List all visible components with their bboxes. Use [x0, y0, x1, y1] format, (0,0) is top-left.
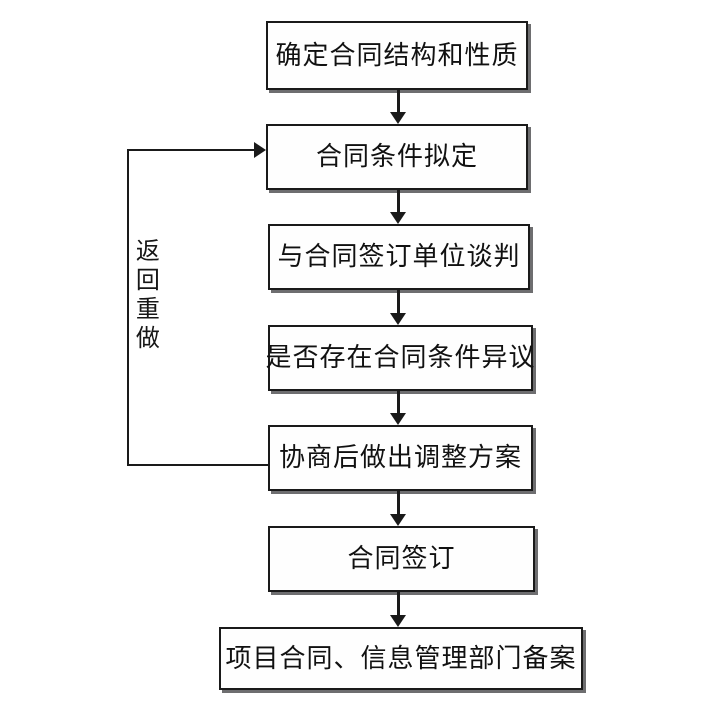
arrowhead-n6-n7-icon	[390, 615, 406, 627]
flow-node-是否存在合同条件异议[interactable]: 是否存在合同条件异议	[265, 325, 536, 391]
feedback-loop-segment-bottom	[127, 464, 269, 466]
flow-node-协商后做出调整方案[interactable]: 协商后做出调整方案	[268, 425, 533, 491]
flow-node-label: 协商后做出调整方案	[278, 443, 522, 472]
feedback-loop-segment-top	[127, 149, 255, 151]
flow-node-与合同签订单位谈判[interactable]: 与合同签订单位谈判	[268, 224, 530, 290]
connector-n4-n5	[397, 391, 400, 414]
arrowhead-n1-n2-icon	[390, 112, 406, 124]
flow-node-label: 与合同签订单位谈判	[277, 242, 521, 271]
connector-n2-n3	[397, 190, 400, 213]
arrowhead-n2-n3-icon	[390, 212, 406, 224]
flow-node-label: 合同签订	[347, 544, 456, 573]
flow-node-项目合同信息管理部门备案[interactable]: 项目合同、信息管理部门备案	[219, 627, 583, 690]
connector-n6-n7	[397, 592, 400, 616]
arrowhead-n5-n6-icon	[390, 514, 406, 526]
connector-n3-n4	[397, 290, 400, 314]
feedback-loop-label: 返回重做	[131, 238, 158, 354]
flow-node-确定合同结构和性质[interactable]: 确定合同结构和性质	[266, 21, 528, 90]
flow-node-label: 项目合同、信息管理部门备案	[225, 643, 577, 673]
connector-n1-n2	[397, 90, 400, 113]
flow-node-label: 确定合同结构和性质	[275, 40, 519, 70]
arrowhead-n4-n5-icon	[390, 413, 406, 425]
feedback-loop-segment-vertical	[127, 149, 129, 465]
arrowhead-n3-n4-icon	[390, 313, 406, 325]
flow-node-合同条件拟定[interactable]: 合同条件拟定	[266, 124, 528, 190]
flow-node-label: 是否存在合同条件异议	[265, 343, 536, 372]
flow-node-label: 合同条件拟定	[315, 142, 478, 171]
connector-n5-n6	[397, 491, 400, 515]
arrowhead-feedback-loop-icon	[254, 142, 266, 158]
flow-node-合同签订[interactable]: 合同签订	[268, 526, 535, 592]
